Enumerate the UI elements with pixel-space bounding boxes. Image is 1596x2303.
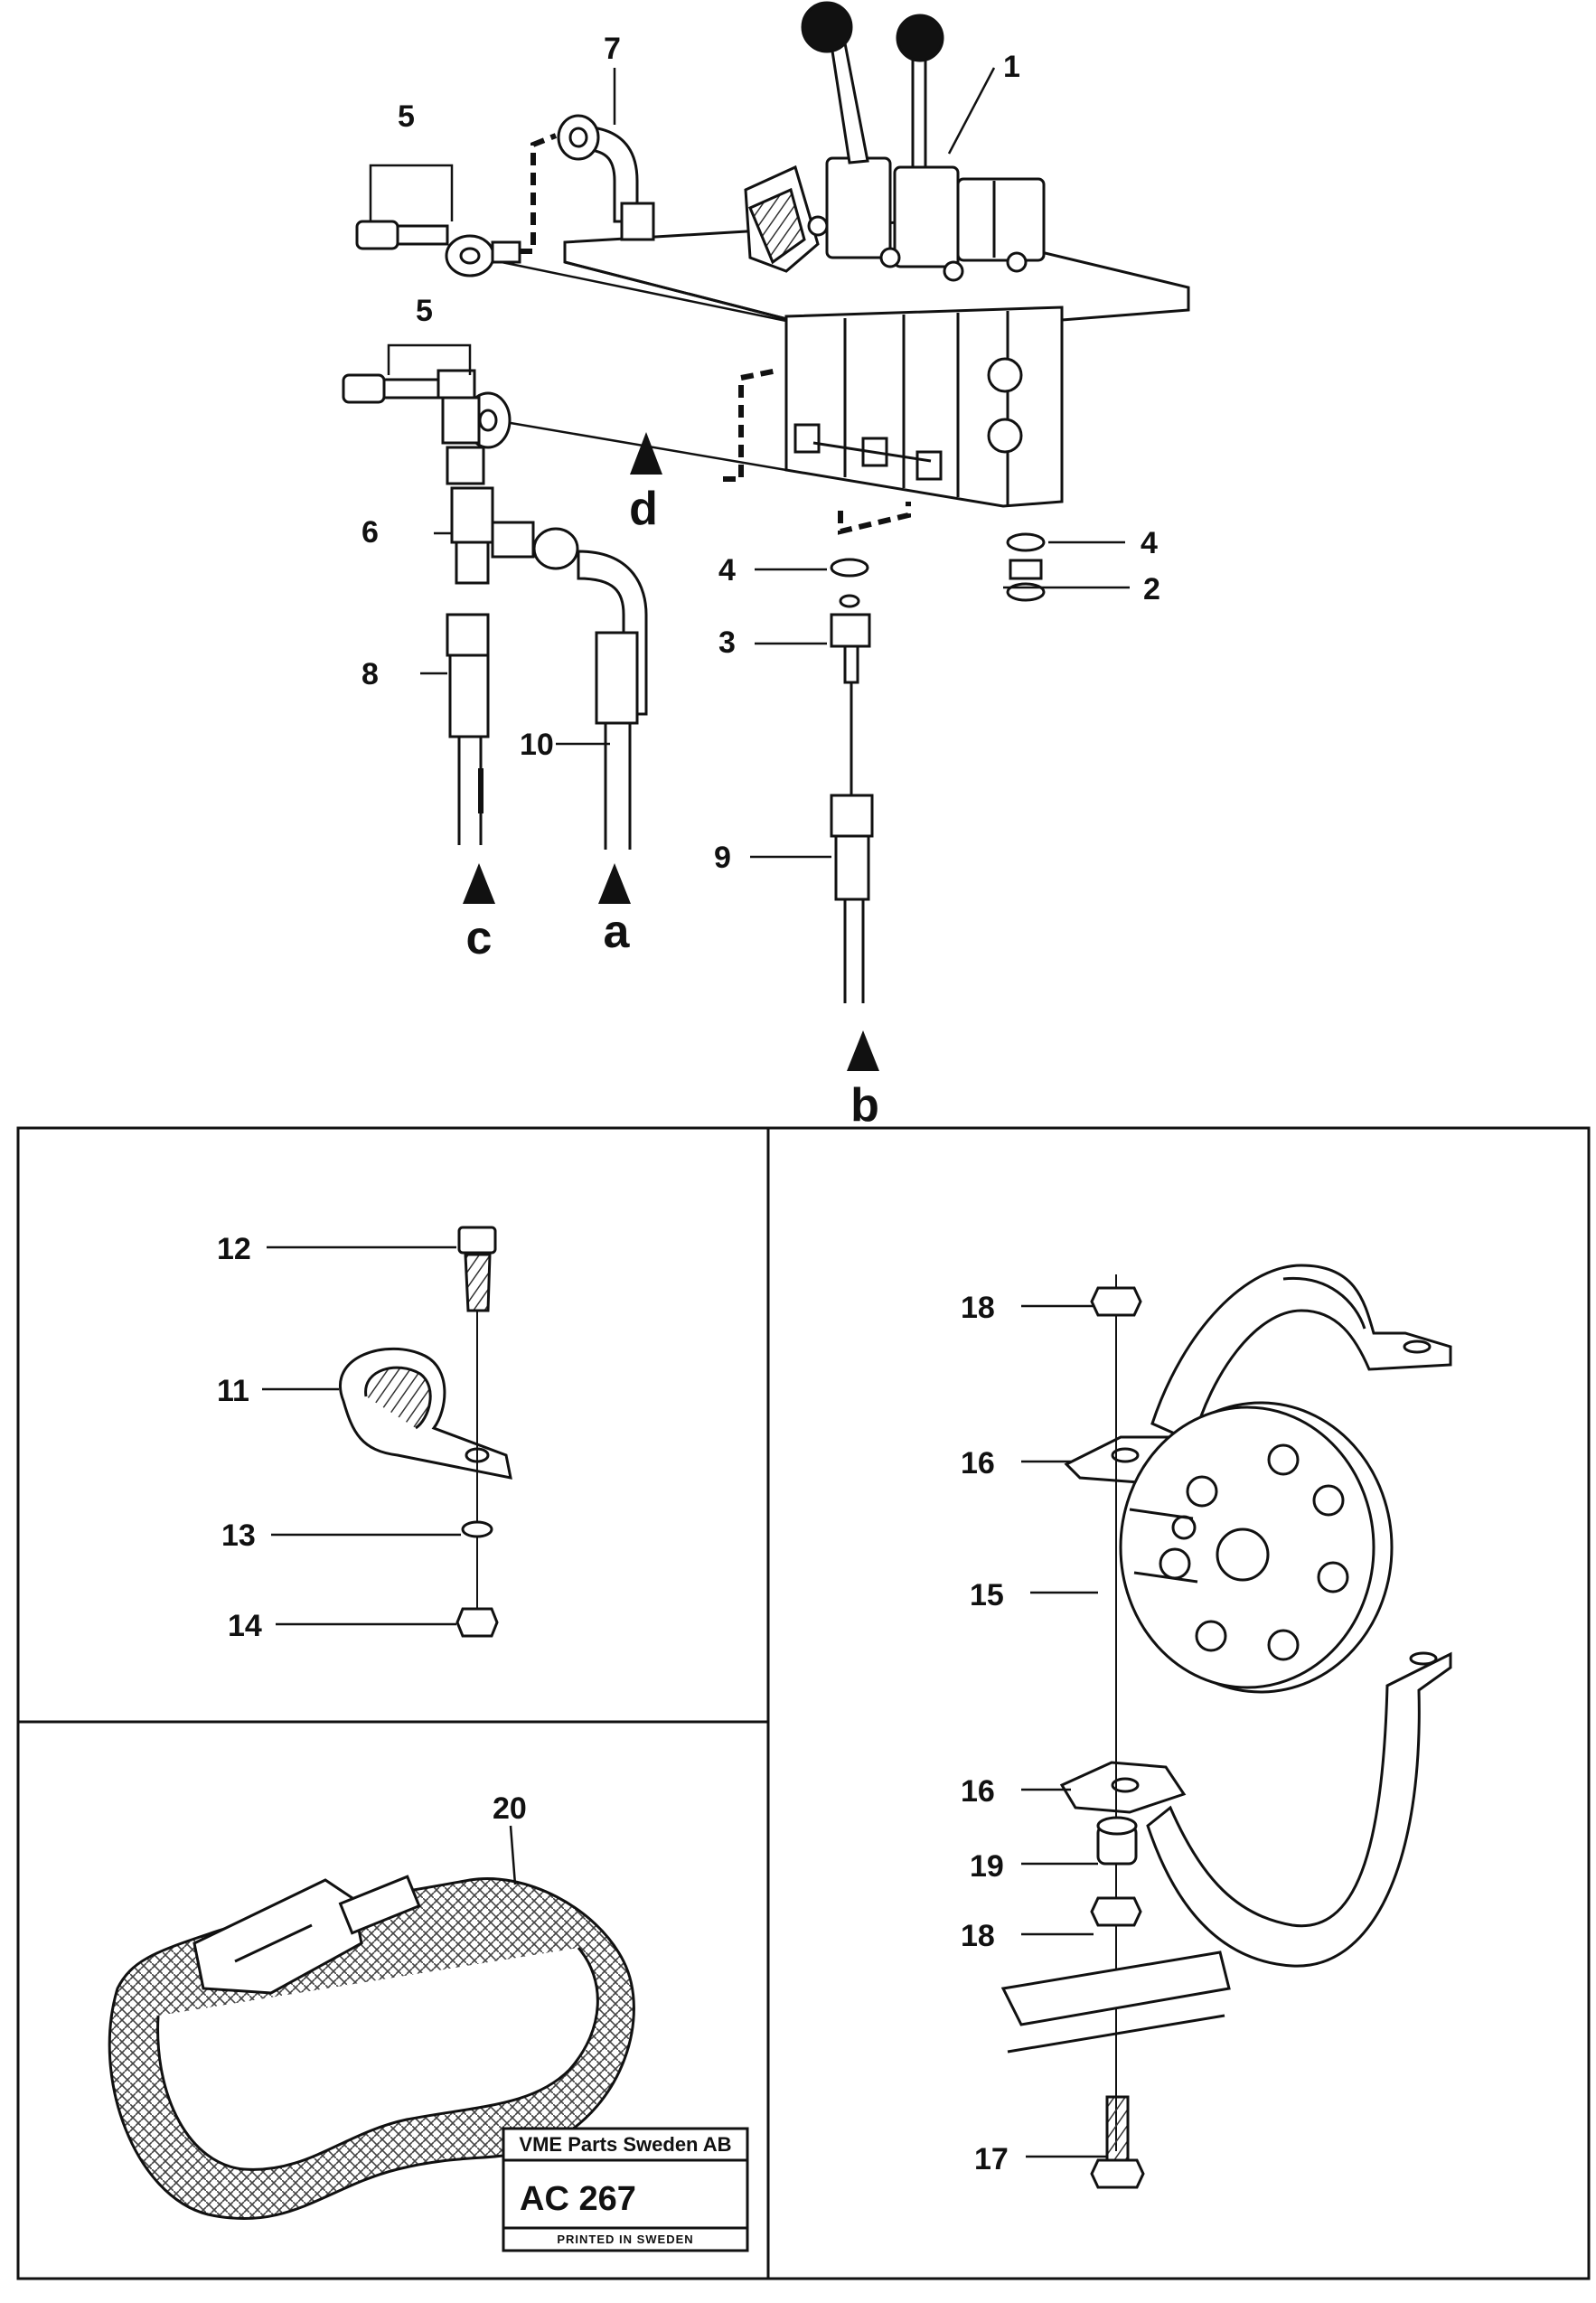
arrow-b (847, 1030, 879, 1071)
arrow-a (598, 863, 631, 904)
mount-bracket (1000, 1950, 1231, 2026)
nut-upper (1090, 1286, 1142, 1317)
clamp-upper (1150, 1264, 1452, 1444)
callout-16b: 16 (961, 1774, 995, 1809)
bolt-head (457, 1226, 497, 1255)
lever-housing-right (893, 165, 960, 268)
callout-18a: 18 (961, 1291, 995, 1325)
callout-20: 20 (493, 1791, 527, 1826)
callout-18b: 18 (961, 1919, 995, 1953)
callout-2: 2 (1143, 572, 1160, 606)
connection-label-a: a (604, 906, 631, 958)
leader-lines-holder (1021, 1304, 1107, 2158)
stamp-company: VME Parts Sweden AB (519, 2133, 731, 2156)
connection-arrows (463, 432, 879, 1071)
lever-right (911, 48, 927, 169)
lever-housing-cap (956, 177, 1046, 262)
leader-lines-clamp (262, 1246, 461, 1626)
callout-6: 6 (361, 515, 379, 550)
callout-17: 17 (974, 2142, 1009, 2176)
washer (461, 1520, 493, 1538)
nut-lower (1090, 1896, 1142, 1927)
bolt-head-lower (1090, 2158, 1145, 2189)
callout-7: 7 (604, 32, 621, 66)
callout-12: 12 (217, 1232, 251, 1266)
connection-label-d: d (629, 483, 658, 535)
callout-5a: 5 (398, 99, 415, 134)
callout-13: 13 (221, 1518, 256, 1553)
callout-3: 3 (718, 625, 736, 660)
strap-buckle (192, 1878, 363, 1995)
connection-label-b: b (850, 1079, 879, 1132)
clamp-lower (1146, 1651, 1452, 1968)
callout-14: 14 (228, 1609, 262, 1643)
callout-9: 9 (714, 841, 731, 875)
left-fittings (342, 114, 778, 850)
center-fittings (830, 502, 911, 1003)
lever-knob-left (801, 1, 853, 53)
stamp-code: AC 267 (520, 2180, 636, 2218)
callout-1: 1 (1003, 50, 1020, 84)
callout-19: 19 (970, 1849, 1004, 1884)
callout-4b: 4 (1141, 526, 1158, 560)
callout-11: 11 (217, 1374, 249, 1408)
valve-body (784, 306, 1064, 508)
callout-5b: 5 (416, 294, 433, 328)
callout-labels: 1 2 3 4 4 5 5 6 7 8 9 10 11 12 13 14 15 … (217, 32, 1160, 2176)
connection-label-c: c (466, 912, 493, 964)
hose-clamp-detail (339, 1226, 512, 1638)
nut (455, 1607, 499, 1638)
lever-left (830, 42, 869, 164)
callout-10: 10 (520, 728, 554, 762)
control-valve-assembly (563, 1, 1190, 602)
lever-knob-right (896, 14, 944, 62)
stamp-printed: PRINTED IN SWEDEN (557, 2232, 693, 2246)
arrow-d (630, 432, 662, 475)
arrow-c (463, 863, 495, 904)
drawing-stamp (502, 2127, 749, 2252)
callout-15: 15 (970, 1578, 1004, 1612)
callout-4a: 4 (718, 553, 736, 588)
callout-16a: 16 (961, 1446, 995, 1480)
callout-8: 8 (361, 657, 379, 691)
cable-holder-detail (1000, 1264, 1452, 2189)
detail-frame (16, 1126, 1591, 2280)
lever-housing-middle (825, 156, 892, 259)
